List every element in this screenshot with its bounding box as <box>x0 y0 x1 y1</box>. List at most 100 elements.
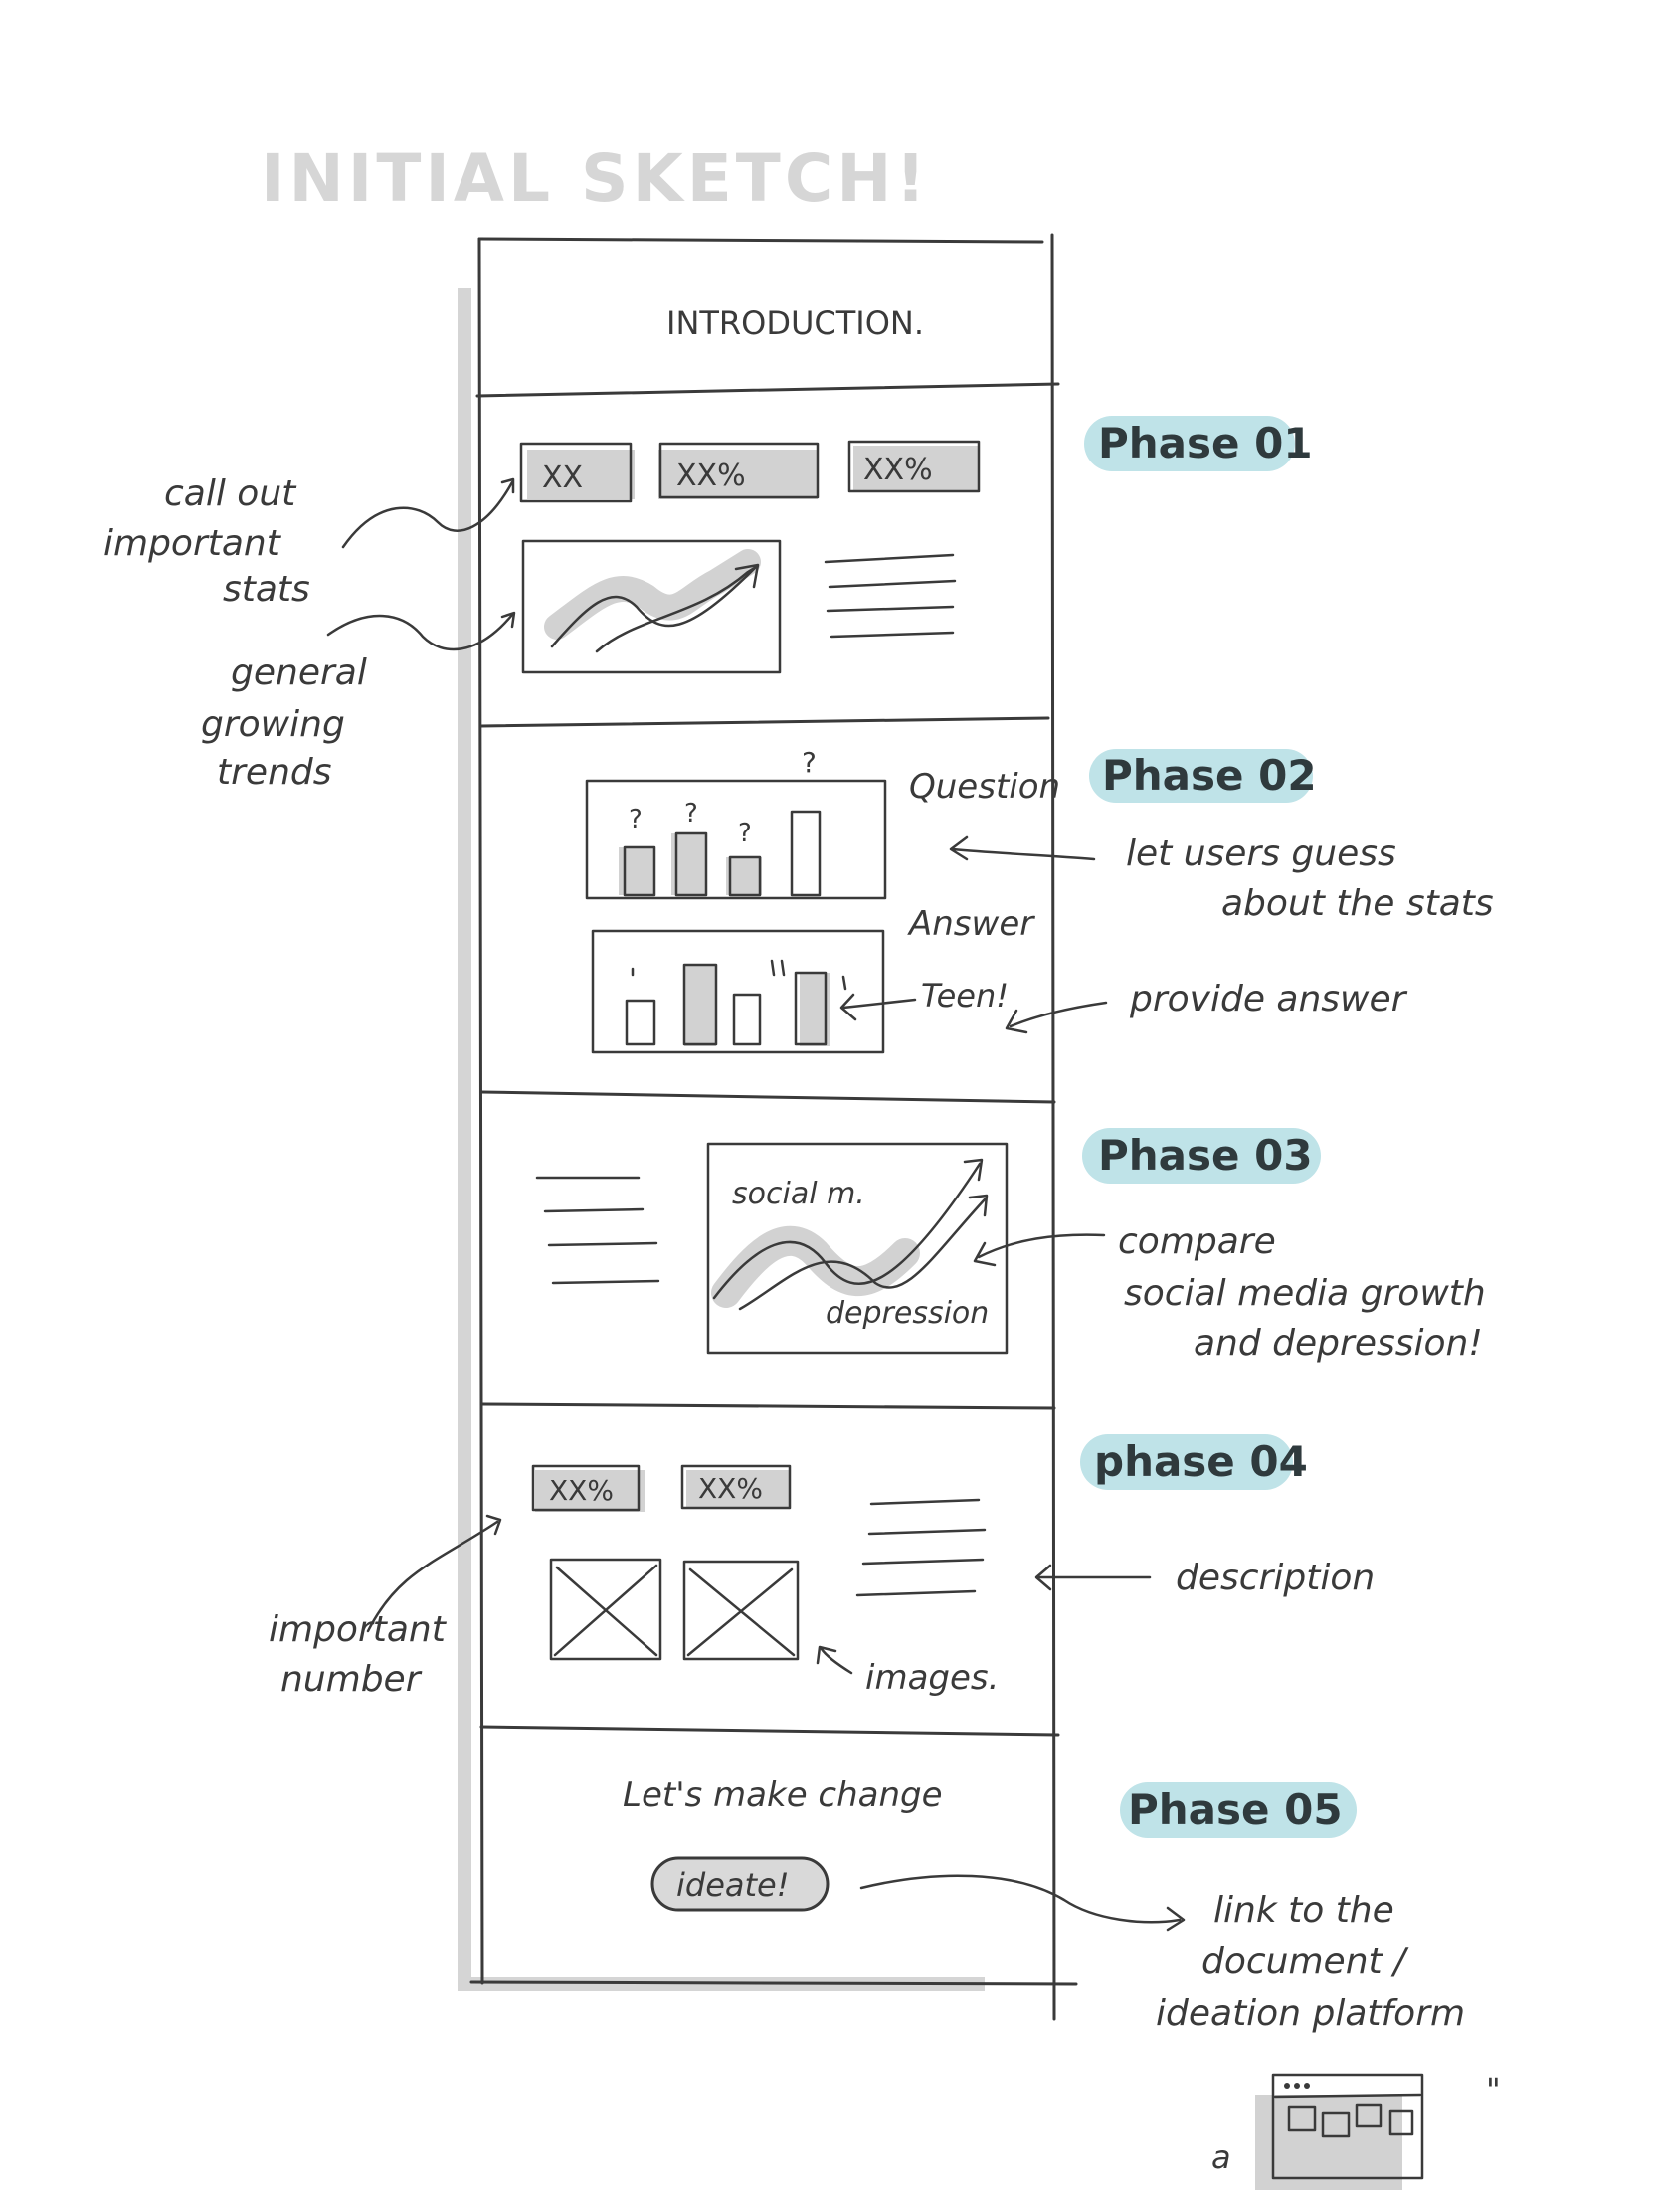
note-about-stats: about the stats <box>1221 883 1494 924</box>
answer-bar-2 <box>682 963 718 1046</box>
stat-card-3 <box>847 440 981 493</box>
trend-chart-shade <box>544 549 761 640</box>
arrow-head <box>968 1194 989 1217</box>
platform-card <box>1388 2109 1414 2136</box>
arrow-head <box>500 477 515 494</box>
note-ideation-platform: ideation platform <box>1156 1993 1465 2034</box>
page-wireframe <box>469 233 1078 2021</box>
arrow-head <box>973 1241 997 1267</box>
question-chart: ? ? ? ? <box>585 746 887 900</box>
trend-arrow-head <box>734 563 760 589</box>
depression-label: depression <box>826 1296 989 1331</box>
important-number-arrow <box>366 1520 499 1633</box>
trend-chart-frame <box>521 539 782 674</box>
question-bar-4 <box>790 810 822 897</box>
teen-arrow <box>841 998 917 1010</box>
platform-prefix: a <box>1211 2138 1231 2176</box>
phase4-label: phase 04 <box>1094 1437 1308 1486</box>
stat-card-shade <box>658 450 818 499</box>
stat-card-2-text: XX% <box>676 459 746 493</box>
stat-card-5 <box>680 1464 792 1510</box>
stat-card-3-text: XX% <box>863 453 933 487</box>
note-important-number-1: important <box>269 1609 448 1650</box>
trend-line-1 <box>550 565 758 648</box>
note-compare: compare <box>1118 1221 1276 1262</box>
image-cross-1 <box>553 1564 658 1657</box>
bar-shade <box>684 965 716 1046</box>
platform-card <box>1287 2105 1317 2132</box>
phase3-label: Phase 03 <box>1098 1131 1313 1180</box>
stat-card-2 <box>658 442 820 499</box>
compare-chart: social m. depression <box>706 1142 1009 1355</box>
ideate-button-shape[interactable] <box>650 1856 830 1912</box>
arrow-head <box>949 835 969 861</box>
stat-card-shade <box>853 446 979 491</box>
social-media-line <box>712 1162 982 1300</box>
phase1-stat-cards: XX XX% XX% <box>519 440 981 503</box>
note-and-depression: and depression! <box>1194 1323 1483 1364</box>
arrow-head <box>963 1158 984 1182</box>
divider-3 <box>479 1090 1056 1104</box>
images-label: images. <box>865 1658 999 1698</box>
question-mark-2: ? <box>684 799 698 829</box>
divider-4 <box>479 1402 1056 1410</box>
arrow-head <box>1166 1906 1186 1932</box>
frame-shadow-left <box>458 288 471 1989</box>
sketch-title: INITIAL SKETCH! <box>261 140 930 217</box>
answer-tick <box>841 975 847 991</box>
frame-bottom <box>469 1980 1078 1986</box>
phase1-trend-chart <box>521 539 782 674</box>
note-important-number-2: number <box>280 1659 423 1700</box>
platform-window-sketch <box>1255 2073 1424 2190</box>
arrow-head <box>1034 1564 1052 1591</box>
stat-card-4-text: XX% <box>549 1474 614 1507</box>
compare-chart-frame <box>706 1142 1009 1355</box>
question-mark-1: ? <box>629 805 643 834</box>
image-placeholder-2 <box>682 1560 800 1661</box>
answer-bar-4 <box>794 971 828 1046</box>
question-bar-2 <box>674 831 708 897</box>
phase1-text-lines <box>824 553 957 639</box>
note-provide-answer: provide answer <box>1129 979 1408 1019</box>
note-stats: stats <box>223 569 310 610</box>
platform-card <box>1355 2103 1382 2128</box>
phase3-highlight <box>1082 1128 1321 1184</box>
phase3-text-lines <box>535 1176 660 1285</box>
stat-card-1 <box>519 442 633 503</box>
question-bar-3 <box>728 855 762 897</box>
note-document: document / <box>1201 1941 1409 1982</box>
phase5-highlight <box>1120 1782 1357 1838</box>
note-call-out: call out <box>164 473 297 514</box>
depression-line <box>738 1198 987 1311</box>
platform-suffix: " <box>1486 2071 1501 2109</box>
divider-5 <box>479 1725 1060 1737</box>
stat-card-4 <box>531 1464 641 1512</box>
stat-card-shade <box>527 450 635 499</box>
bar-shade <box>726 857 762 895</box>
arrow-head <box>500 611 516 629</box>
phase1-label: Phase 01 <box>1098 419 1313 467</box>
question-mark-4: ? <box>802 746 817 779</box>
link-arrow <box>859 1874 1182 1924</box>
platform-window-titlebar <box>1273 2093 1422 2099</box>
stat-card-shade <box>535 1470 645 1512</box>
arrow-head <box>839 993 857 1021</box>
arrow-to-stats <box>341 480 514 549</box>
phase4-stat-cards: XX% XX% <box>531 1464 792 1512</box>
provide-answer-arrow <box>1009 1001 1108 1028</box>
frame-left <box>477 237 484 1985</box>
arrow-head <box>1005 1009 1028 1034</box>
arrow-head <box>485 1514 502 1536</box>
phase5-label: Phase 05 <box>1128 1785 1343 1834</box>
answer-chart <box>591 929 885 1054</box>
note-trends: trends <box>217 752 332 793</box>
social-media-label: social m. <box>732 1177 865 1211</box>
phase2-highlight <box>1089 749 1313 803</box>
ideate-button[interactable]: ideate! <box>650 1856 830 1912</box>
ideate-button-label: ideate! <box>676 1866 790 1904</box>
platform-window-shade <box>1255 2095 1402 2190</box>
question-mark-3: ? <box>738 819 752 848</box>
arrow-to-trend <box>326 613 514 651</box>
